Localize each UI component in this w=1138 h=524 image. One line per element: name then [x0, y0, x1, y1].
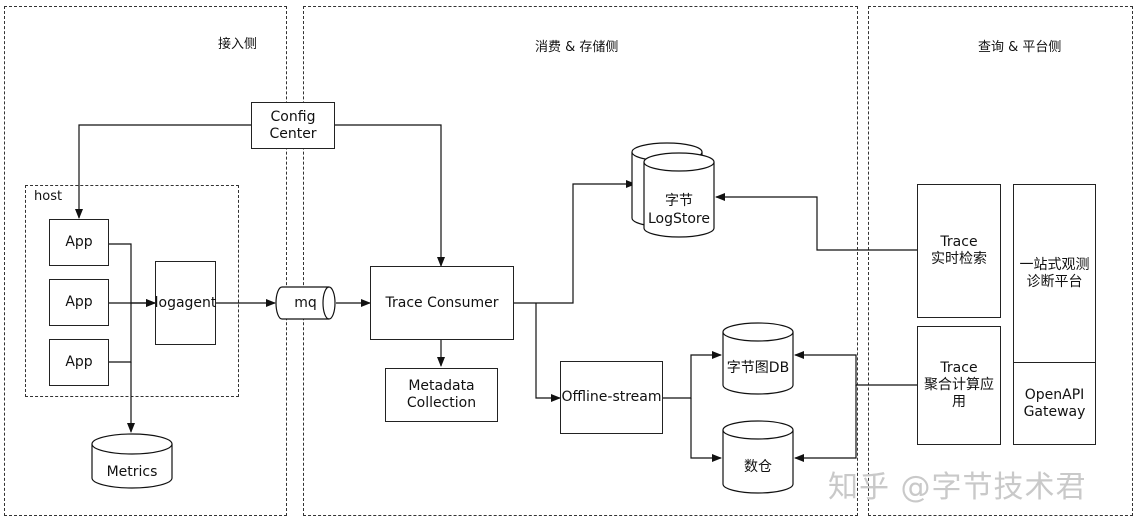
edge-consumer-to-logstore: [513, 180, 636, 304]
access-zone: 接入侧: [4, 6, 287, 516]
query-platform-zone: 查询 & 平台侧: [868, 6, 1133, 516]
warehouse-label: 数仓: [744, 459, 772, 475]
metrics-label: Metrics: [106, 464, 158, 480]
edge-config-to-app: [75, 124, 251, 219]
logagent-box: logagent: [155, 261, 216, 345]
edge-offline-to-graphdb: [662, 351, 722, 399]
access-zone-title: 接入侧: [218, 37, 258, 52]
trace-aggregation-box: Trace 聚合计算应 用: [917, 326, 1001, 445]
consume-store-zone-title: 消费 & 存储侧: [535, 40, 619, 55]
edge-search-to-logstore: [715, 193, 917, 251]
graphdb-cylinder-shape: [722, 322, 794, 395]
edge-agg-to-graphdb: [794, 351, 917, 386]
metrics-cylinder-shape: [91, 433, 173, 489]
offline-stream-box: Offline-stream: [560, 361, 663, 434]
mq-cylinder-shape: [275, 286, 336, 320]
edge-config-to-consumer: [335, 124, 445, 267]
logstore-cylinder-front: [643, 152, 715, 238]
app-box-3: App: [49, 339, 109, 386]
trace-consumer-box: Trace Consumer: [370, 266, 514, 340]
app-box-1: App: [49, 219, 109, 266]
edge-consumer-to-offline: [535, 303, 561, 402]
one-stop-platform-box: 一站式观测 诊断平台: [1013, 184, 1096, 363]
logstore-label: 字节 LogStore: [647, 193, 710, 227]
edge-app1-to-logagent: [109, 243, 156, 307]
graphdb-label: 字节图DB: [726, 360, 790, 376]
edge-offline-to-warehouse: [690, 398, 722, 462]
openapi-gateway-box: OpenAPI Gateway: [1013, 362, 1096, 445]
host-container: host: [25, 185, 239, 397]
query-platform-zone-title: 查询 & 平台侧: [978, 40, 1062, 55]
host-label: host: [34, 189, 63, 204]
trace-search-box: Trace 实时检索: [917, 184, 1001, 318]
warehouse-cylinder-shape: [722, 420, 794, 494]
mq-label: mq: [294, 295, 317, 311]
metadata-collection-box: Metadata Collection: [385, 368, 498, 422]
watermark-text: 知乎 @字节技术君: [828, 470, 1087, 505]
config-center-box: Config Center: [251, 102, 335, 149]
consume-store-zone: 消费 & 存储侧: [303, 6, 858, 516]
edge-app3-to-logagent: [109, 303, 132, 363]
edge-agg-to-warehouse: [794, 385, 857, 462]
app-box-2: App: [49, 279, 109, 326]
